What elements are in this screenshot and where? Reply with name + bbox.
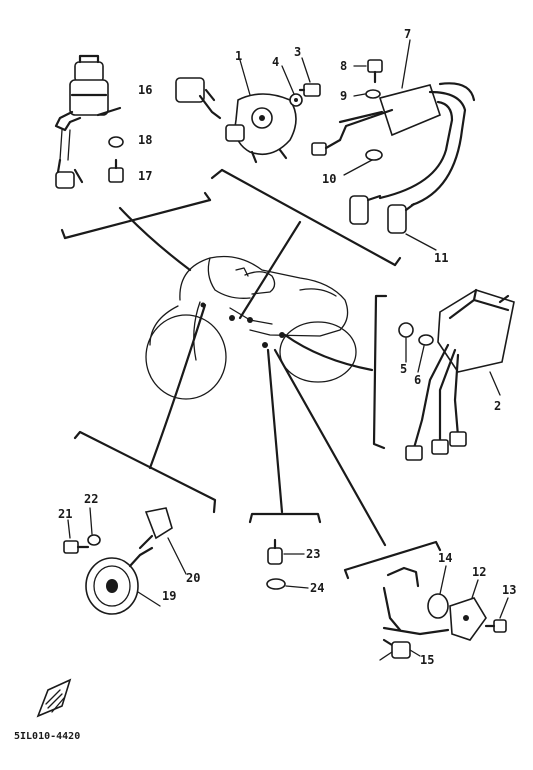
bracket-switch-group — [248, 512, 322, 524]
callout-17: 17 — [138, 169, 152, 183]
callout-22: 22 — [84, 492, 98, 506]
part-11-leader — [405, 233, 437, 251]
part-5-bolt — [398, 322, 414, 363]
part-8-bolt — [353, 59, 383, 84]
bracket-horn-group — [73, 430, 217, 514]
part-13-screw — [484, 597, 509, 633]
part-1-switch — [175, 59, 297, 164]
group-leader-lines — [118, 206, 387, 547]
footer-code: 5IL010-4420 — [14, 731, 80, 742]
callout-11: 11 — [434, 251, 448, 265]
bracket-unit-group — [372, 294, 388, 450]
callout-14: 14 — [438, 551, 452, 565]
bracket-sensor-group — [343, 540, 442, 580]
part-7-ignition-coil — [311, 39, 476, 234]
callout-1: 1 — [235, 49, 242, 63]
part-6-washer — [417, 334, 434, 373]
callout-9: 9 — [340, 89, 347, 103]
part-20-bracket — [138, 507, 187, 575]
part-21-bolt — [63, 519, 90, 554]
callout-4: 4 — [272, 55, 279, 69]
part-18-washer — [108, 136, 124, 148]
callout-8: 8 — [340, 59, 347, 73]
callout-23: 23 — [306, 547, 320, 561]
part-24-washer — [266, 578, 309, 590]
callout-10: 10 — [322, 172, 336, 186]
part-9-washer — [353, 89, 381, 99]
part-17-bolt — [108, 158, 124, 183]
callout-6: 6 — [414, 373, 421, 387]
part-3-screw — [298, 57, 321, 97]
part-22-washer — [87, 507, 101, 546]
part-12-sensor — [449, 579, 487, 641]
callout-labels: 1 2 3 4 5 6 7 8 9 10 11 12 13 14 15 16 1… — [58, 27, 516, 667]
callout-2: 2 — [494, 399, 501, 413]
part-19-horn — [85, 546, 161, 615]
callout-16: 16 — [138, 83, 152, 97]
bracket-ignition-group — [210, 168, 402, 267]
callout-18: 18 — [138, 133, 152, 147]
callout-5: 5 — [400, 362, 407, 376]
callout-13: 13 — [502, 583, 516, 597]
motorcycle-outline — [145, 255, 357, 400]
callout-12: 12 — [472, 565, 486, 579]
bracket-solenoid-group — [60, 191, 212, 240]
part-15-housing — [379, 566, 450, 661]
part-14-gasket — [427, 565, 449, 619]
callout-20: 20 — [186, 571, 200, 585]
part-23-switch — [267, 538, 305, 565]
book-icon — [36, 678, 72, 718]
part-10-nut — [343, 149, 383, 176]
callout-3: 3 — [294, 45, 301, 59]
callout-15: 15 — [420, 653, 434, 667]
part-4-nut — [281, 65, 303, 107]
callout-19: 19 — [162, 589, 176, 603]
part-16-solenoid — [54, 54, 122, 189]
callout-21: 21 — [58, 507, 72, 521]
callout-7: 7 — [404, 27, 411, 41]
callout-24: 24 — [310, 581, 324, 595]
part-2-control-unit — [405, 288, 515, 461]
